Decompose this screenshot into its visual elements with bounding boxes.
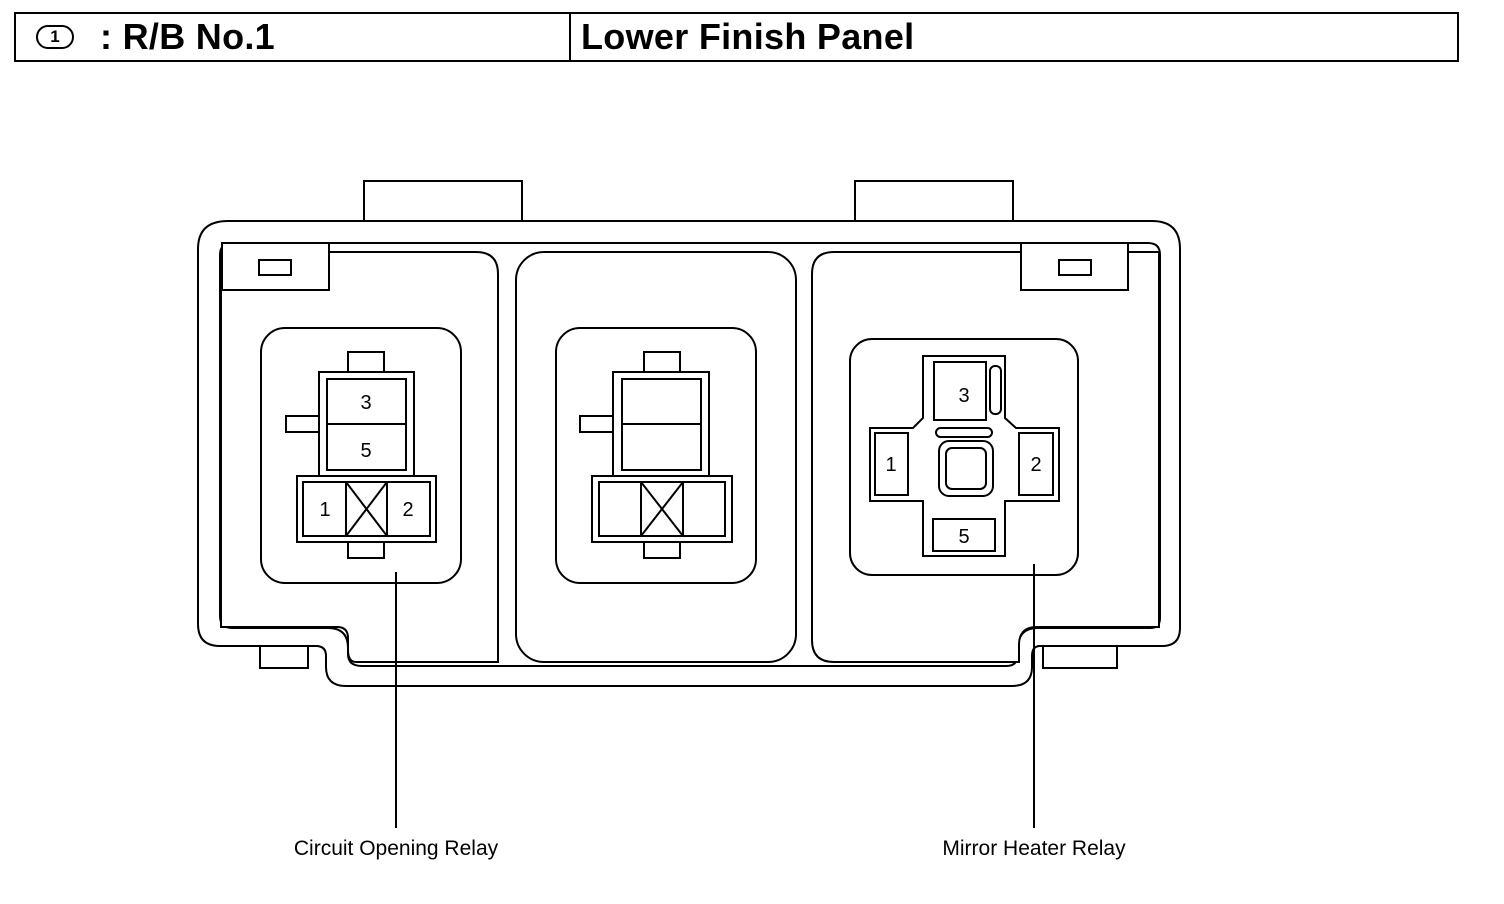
relay-socket-center: [555, 327, 757, 584]
relay-right-slot-slim: [989, 365, 1002, 415]
relay-right-slot-right: [1018, 432, 1054, 496]
relay-right-slot-top: [933, 361, 987, 421]
relay-right-slot-slim: [935, 427, 993, 438]
latch-left-notch: [258, 259, 292, 276]
relay-left-pin-label: 5: [360, 440, 371, 462]
bottom-tab-left: [259, 645, 309, 669]
title-bar: 1 : R/B No.1 Lower Finish Panel: [14, 12, 1459, 62]
bottom-tab-right: [1042, 645, 1118, 669]
relay-right-pin-label: 3: [958, 385, 969, 407]
label-circuit-opening-relay: Circuit Opening Relay: [293, 837, 499, 860]
relay-center-cavity-cross: [640, 481, 684, 537]
relay-left-lower-inner: [302, 481, 431, 537]
relay-right-slot-left: [874, 432, 909, 496]
latch-right: [1020, 242, 1129, 291]
relay-right-pin-label: 5: [958, 526, 969, 548]
relay-left-pin-label: 1: [319, 499, 330, 521]
location-name: Lower Finish Panel: [581, 16, 915, 57]
latch-right-notch: [1058, 259, 1092, 276]
relay-socket-right: [849, 338, 1079, 576]
location-code: : R/B No.1: [100, 16, 276, 57]
relay-left-pin-label: 3: [360, 392, 371, 414]
relay-center-lower-inner: [598, 481, 726, 537]
relay-center-bottom-key: [643, 541, 681, 559]
top-tab-right: [854, 180, 1014, 222]
latch-left: [221, 242, 330, 291]
circled-index-badge: 1: [36, 25, 74, 49]
relay-right-slot-bottom: [932, 518, 996, 552]
relay-right-center-cavity: [938, 440, 994, 497]
relay-left-bottom-key: [347, 541, 385, 559]
relay-right-center-cavity-inner: [945, 447, 987, 490]
location-name-cell: Lower Finish Panel: [571, 14, 1457, 60]
relay-right-pin-label: 1: [885, 454, 896, 476]
relay-left-cavity-cross: [345, 481, 388, 537]
top-tab-left: [363, 180, 523, 222]
location-code-cell: 1 : R/B No.1: [16, 14, 571, 60]
label-mirror-heater-relay: Mirror Heater Relay: [942, 837, 1126, 860]
relay-right-pin-label: 2: [1030, 454, 1041, 476]
relay-left-pin-label: 2: [402, 499, 413, 521]
relay-right-cross-body: [869, 355, 1060, 557]
